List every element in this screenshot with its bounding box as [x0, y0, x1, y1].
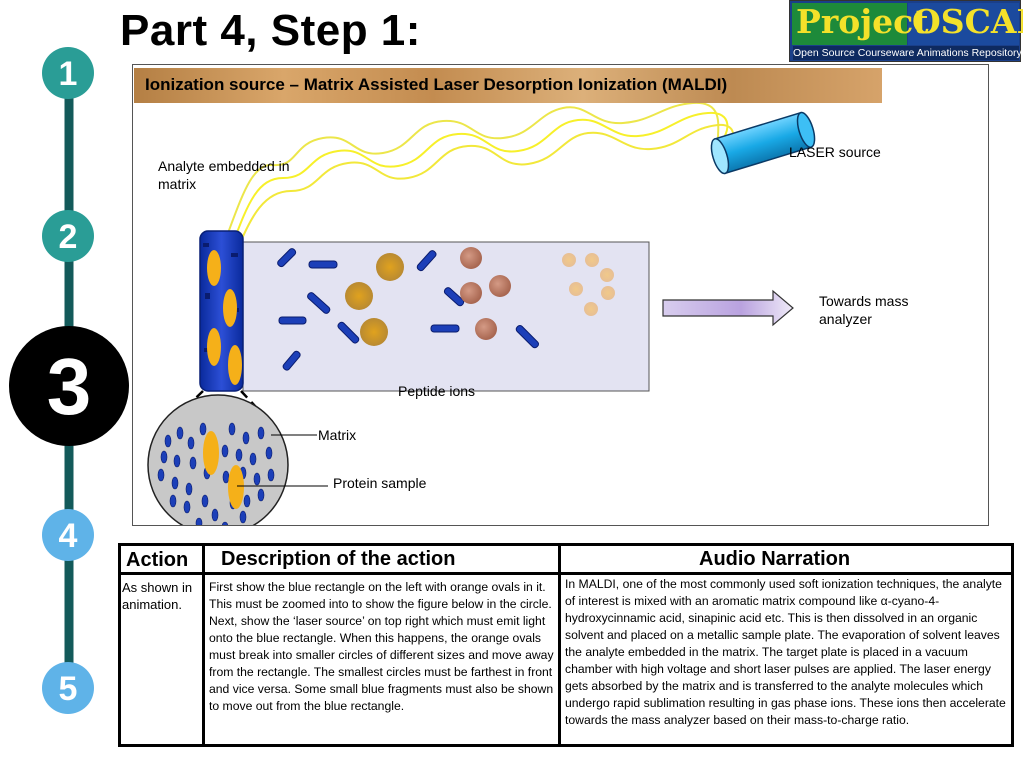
- towards-analyzer-label: Towards mass analyzer: [819, 293, 909, 327]
- logo-word-oscar: OSCAR: [912, 2, 1023, 41]
- step-3-number: 3: [47, 342, 92, 431]
- analyte-label: Analyte embedded in matrix: [158, 158, 290, 192]
- action-description-table: Action Description of the action Audio N…: [118, 543, 1014, 747]
- step-3-button-current[interactable]: 3: [9, 326, 129, 446]
- laser-source-cylinder: [710, 111, 816, 175]
- step-4-button[interactable]: 4: [42, 509, 94, 561]
- step-1-number: 1: [59, 55, 78, 93]
- zoom-matrix-fragments: [157, 422, 275, 525]
- peptide-ions-large: [345, 253, 404, 346]
- step-2-number: 2: [59, 218, 78, 256]
- cell-description: First show the blue rectangle on the lef…: [209, 580, 554, 713]
- cell-action: As shown in animation.: [122, 580, 193, 612]
- project-oscar-logo: Project OSCAR Open Source Courseware Ani…: [789, 0, 1023, 62]
- laser-source-label: LASER source: [789, 144, 881, 160]
- cell-audio-narration: In MALDI, one of the most commonly used …: [565, 577, 1006, 727]
- protein-sample-label: Protein sample: [333, 475, 427, 491]
- peptide-ions-label: Peptide ions: [398, 383, 476, 399]
- zoom-analyte-ovals: [203, 431, 244, 509]
- header-audio-narration: Audio Narration: [699, 548, 851, 570]
- header-action: Action: [126, 549, 189, 571]
- peptide-ions-medium: [460, 247, 511, 340]
- logo-word-project: Project: [796, 2, 929, 41]
- matrix-fragments: [277, 248, 539, 371]
- table-header-divider: [121, 572, 1011, 575]
- step-navigator: 1 2 3 4 5: [9, 47, 129, 714]
- page-title: Part 4, Step 1:: [120, 6, 421, 55]
- section-banner: Ionization source – Matrix Assisted Lase…: [134, 68, 882, 103]
- section-banner-text: Ionization source – Matrix Assisted Lase…: [145, 75, 728, 94]
- step-4-number: 4: [59, 517, 78, 555]
- header-description: Description of the action: [221, 548, 456, 570]
- analyte-ovals-in-bar: [207, 250, 242, 385]
- laser-light-rays: [227, 103, 734, 254]
- logo-subtitle: Open Source Courseware Animations Reposi…: [793, 46, 1022, 60]
- matrix-label: Matrix: [318, 427, 357, 443]
- towards-analyzer-arrow: [662, 289, 794, 327]
- diagram-panel: [132, 64, 989, 526]
- step-5-button[interactable]: 5: [42, 662, 94, 714]
- table-divider-1: [202, 546, 205, 744]
- maldi-diagram: [147, 103, 816, 525]
- step-5-number: 5: [59, 670, 78, 708]
- step-1-button[interactable]: 1: [42, 47, 94, 99]
- peptide-ions-small: [562, 253, 615, 316]
- table-divider-2: [558, 546, 561, 744]
- step-2-button[interactable]: 2: [42, 210, 94, 262]
